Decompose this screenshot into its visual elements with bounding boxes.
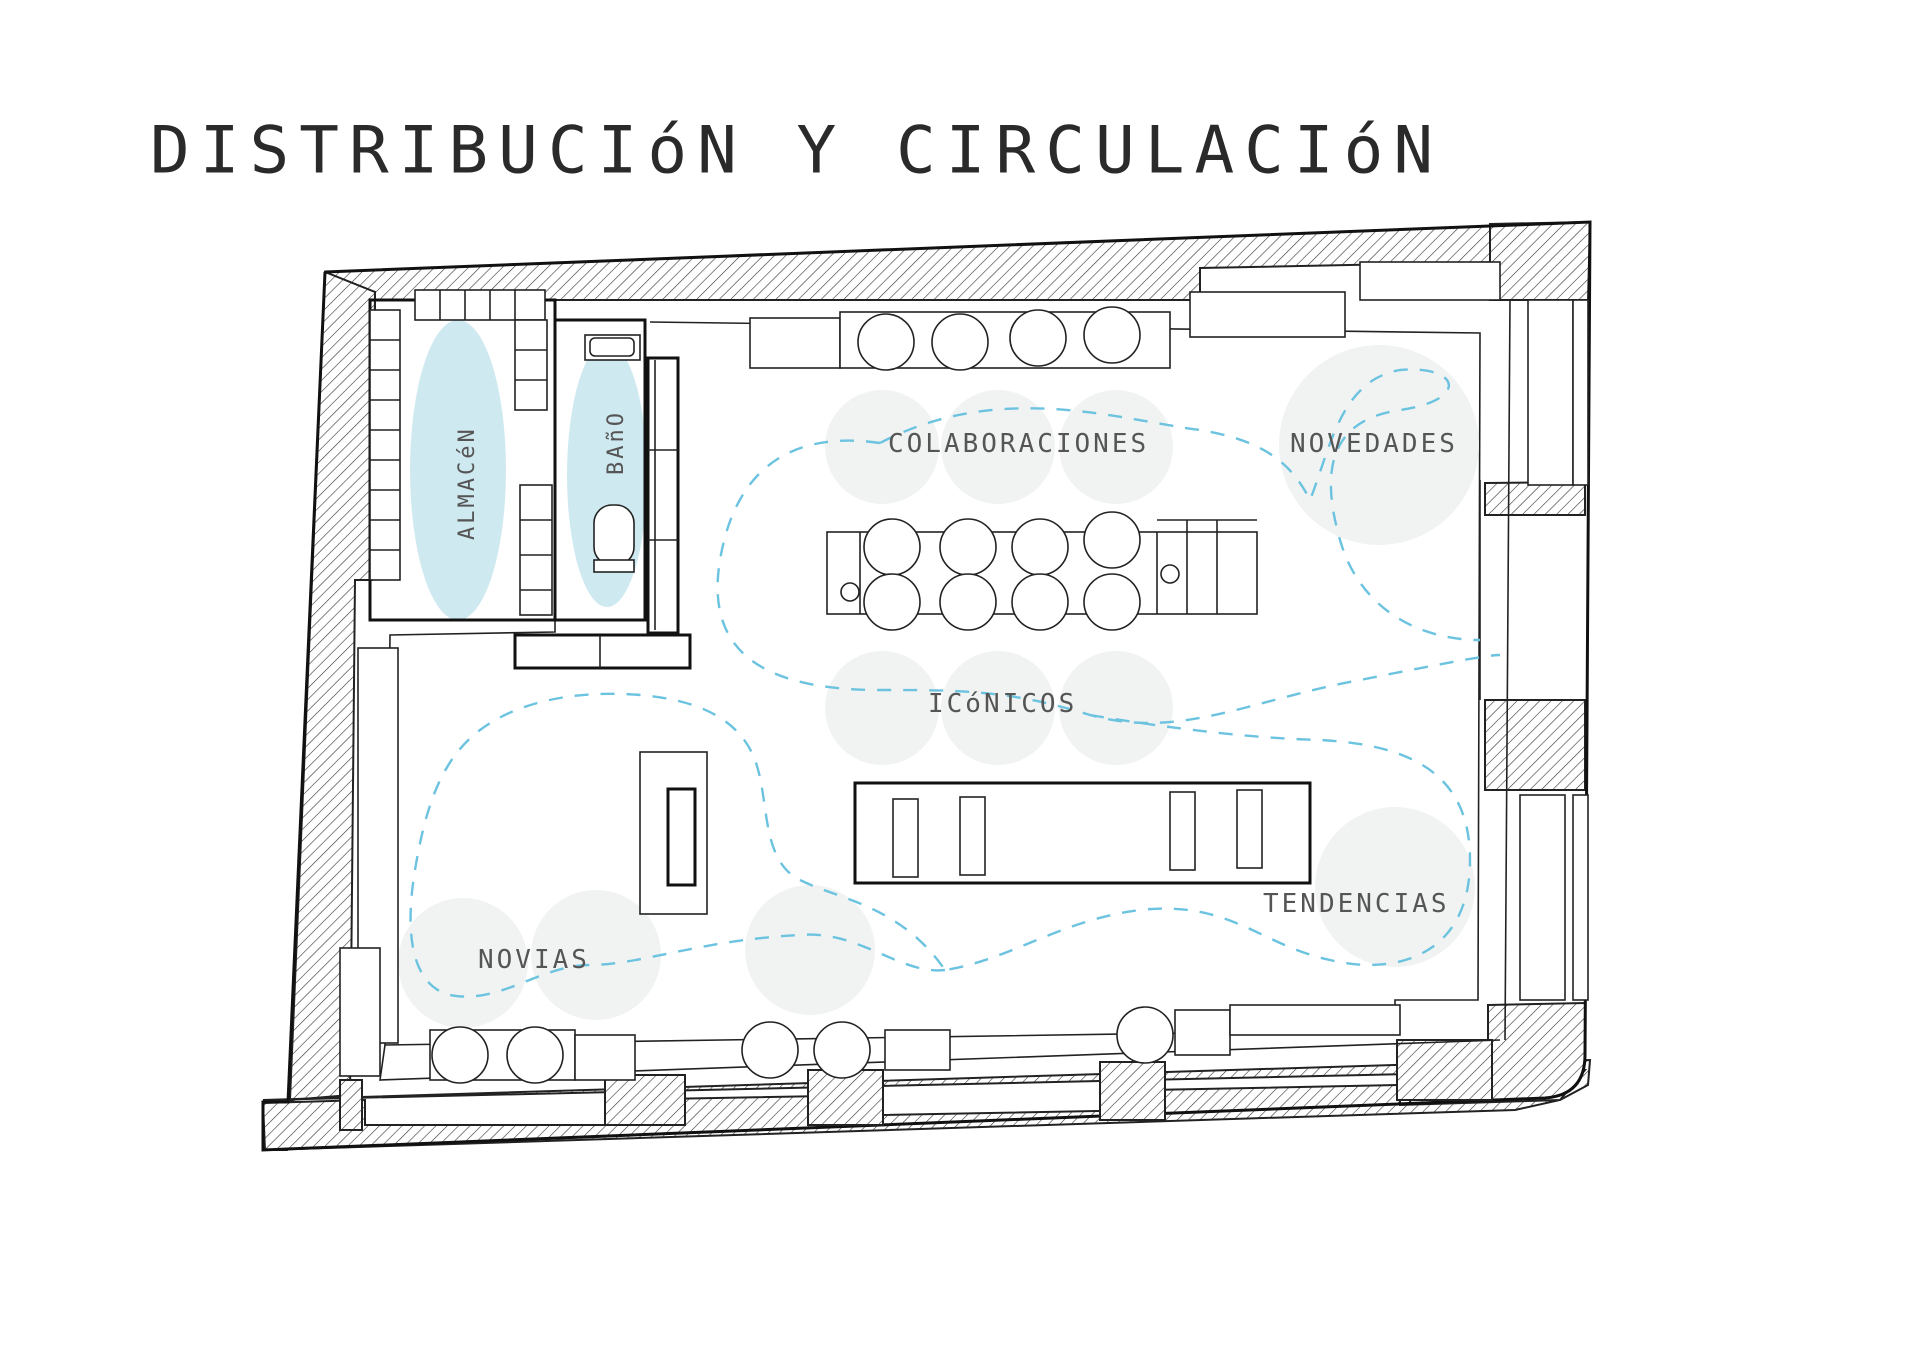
service-area: ALMACéN BAñO (368, 289, 692, 670)
right-displays (1519, 299, 1589, 1001)
label-novias: NOVIAS (478, 945, 590, 975)
circulation-path (409, 368, 1501, 998)
novias-table (639, 751, 708, 915)
bano-side-shelving (646, 356, 680, 635)
label-tendencias: TENDENCIAS (1263, 889, 1450, 919)
label-bano: BAñO (604, 410, 629, 475)
left-displays (339, 647, 399, 1077)
pier-5 (339, 1079, 363, 1131)
pier-4 (1396, 1039, 1493, 1101)
pier-3 (1099, 1061, 1166, 1121)
bottom-displays (429, 1004, 1401, 1084)
bano-fixtures (584, 334, 641, 573)
wall-right-mid1 (1484, 480, 1586, 516)
facade-piers (339, 1039, 1493, 1131)
label-almacen: ALMACéN (455, 426, 480, 540)
label-colaboraciones: COLABORACIONES (888, 429, 1149, 459)
wall-right-mid2 (1484, 699, 1586, 791)
center-table-top (826, 511, 1258, 631)
service-counter (513, 633, 692, 670)
top-displays (749, 261, 1501, 371)
plan-title: DISTRIBUCIóN Y CIRCULACIóN (150, 112, 1444, 189)
wall-right-upper (1489, 220, 1592, 301)
label-novedades: NOVEDADES (1290, 429, 1458, 459)
label-iconicos: ICóNICOS (928, 689, 1077, 719)
almacen-circulation (410, 320, 506, 620)
center-table-bottom (853, 781, 1312, 885)
bano-room (553, 318, 647, 622)
building-outline (261, 220, 1592, 1152)
pier-1 (604, 1074, 686, 1126)
zone-circles (398, 345, 1479, 1028)
almacen-shelving (369, 289, 553, 616)
center-chairs (863, 511, 1141, 631)
